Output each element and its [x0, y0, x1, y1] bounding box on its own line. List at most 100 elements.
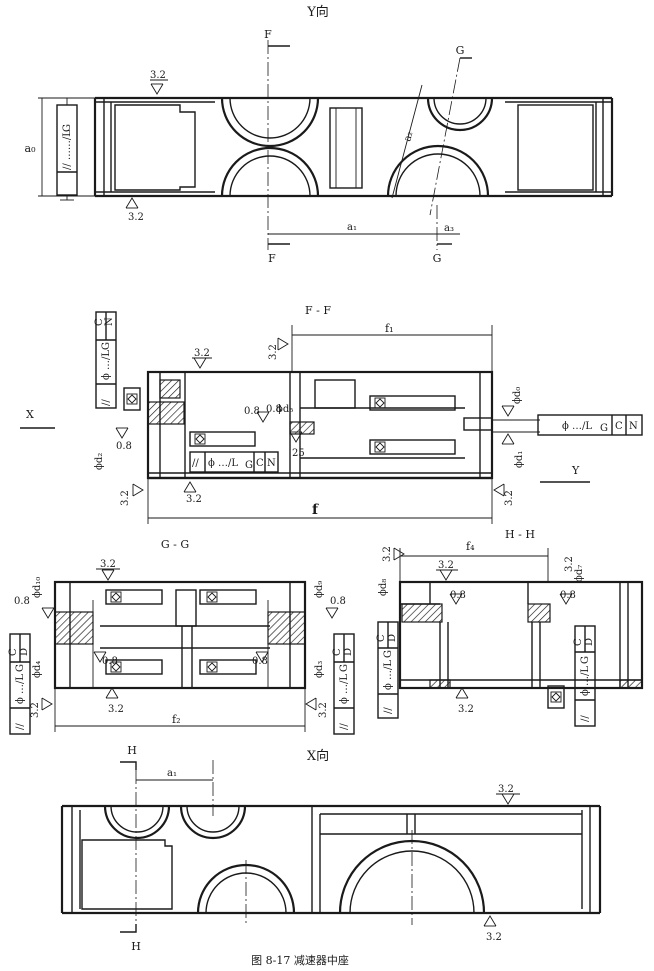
- svg-text:ϕ …/L: ϕ …/L: [562, 421, 592, 432]
- y-view-body: [93, 96, 614, 198]
- dim-f4: f₄: [466, 540, 475, 553]
- svg-text:// ……/L: // ……/L: [62, 130, 73, 170]
- dim-a2: a₂: [402, 130, 415, 142]
- dim-d7b: 3.2: [564, 556, 575, 572]
- svg-text:D: D: [387, 634, 398, 642]
- svg-text:C: C: [256, 458, 264, 469]
- roughness-label: 3.2: [498, 784, 514, 795]
- svg-text:ϕ …/L: ϕ …/L: [15, 674, 26, 704]
- svg-text:3.2: 3.2: [438, 560, 454, 571]
- svg-text:3.2: 3.2: [318, 702, 329, 718]
- gg-shafts: [105, 589, 257, 675]
- dim-d0: ϕd₀: [512, 387, 523, 404]
- section-mark-f-bottom: F: [268, 252, 276, 265]
- dim-d2: ϕd₂: [94, 453, 105, 470]
- dim-d7: ϕd₇: [574, 565, 585, 582]
- section-mark-h-top: H: [127, 744, 137, 757]
- dim-a0: a₀: [25, 142, 37, 155]
- y-view-title: Y向: [306, 4, 329, 20]
- dim-d10: ϕd₁₀: [32, 577, 43, 598]
- tolerance-frame-y: // ……/L G: [56, 98, 78, 201]
- y-view: Y向: [25, 4, 614, 265]
- dim-d9: ϕd₉: [314, 581, 325, 598]
- svg-text:N: N: [629, 421, 638, 432]
- svg-text:3.2: 3.2: [194, 348, 210, 359]
- svg-text://: //: [101, 399, 112, 406]
- gg-section-title: G - G: [161, 538, 189, 551]
- svg-text:ϕ …/L: ϕ …/L: [383, 660, 394, 690]
- x-view-title: X向: [307, 748, 329, 764]
- svg-text:G: G: [101, 342, 112, 350]
- svg-text:N: N: [104, 317, 115, 326]
- section-line-gg: [429, 57, 461, 216]
- svg-text:ϕ …/L: ϕ …/L: [339, 674, 350, 704]
- svg-text:0.8: 0.8: [102, 656, 118, 667]
- svg-text:G: G: [600, 423, 608, 434]
- svg-text:0.8: 0.8: [116, 441, 132, 452]
- tolerance-frame-hh-left: // ϕ …/L G C D: [376, 621, 399, 719]
- svg-text://: //: [580, 715, 591, 722]
- svg-text:G: G: [580, 656, 591, 664]
- roughness-label: 3.2: [128, 212, 144, 223]
- svg-text:N: N: [267, 458, 276, 469]
- hh-section: H - H f₄ 3.2 3.2 0.8 0: [376, 528, 644, 727]
- svg-text:3.2: 3.2: [458, 704, 474, 715]
- x-view-body: [60, 804, 602, 925]
- dim-a1: a₁: [347, 222, 357, 233]
- svg-text:0.8: 0.8: [266, 404, 282, 415]
- svg-text://: //: [339, 723, 350, 730]
- ff-section-title: F - F: [305, 304, 331, 317]
- tolerance-frame-ff-right: ϕ …/L G C N: [537, 414, 643, 436]
- svg-text:3.2: 3.2: [108, 704, 124, 715]
- tolerance-frame-hh-right: // ϕ …/L G C D: [573, 625, 596, 727]
- svg-text:3.2: 3.2: [504, 490, 515, 506]
- figure-caption: 图 8-17 减速器中座: [251, 953, 349, 967]
- dim-d3: ϕd₃: [314, 661, 325, 678]
- svg-text:3.2: 3.2: [268, 344, 279, 360]
- svg-text://: //: [15, 723, 26, 730]
- dim-a1-x: a₁: [167, 768, 177, 779]
- svg-text:C: C: [376, 634, 387, 642]
- dim-dv: ϕd₅: [276, 404, 293, 415]
- svg-text:D: D: [343, 648, 354, 656]
- dim-d1: ϕd₁: [514, 451, 525, 468]
- svg-text:ϕ …/L: ϕ …/L: [101, 350, 112, 380]
- svg-text:3.2: 3.2: [382, 546, 393, 562]
- svg-text:D: D: [584, 638, 595, 646]
- section-mark-f-top: F: [264, 28, 272, 41]
- value-25: 25: [292, 448, 305, 459]
- svg-text:ϕ …/L: ϕ …/L: [580, 666, 591, 696]
- x-view: X向 H H a₁: [60, 744, 602, 953]
- svg-text://: //: [383, 707, 394, 714]
- dim-f2: f₂: [172, 713, 180, 726]
- ff-section: F - F f₁: [20, 304, 643, 524]
- svg-text:C: C: [8, 648, 19, 656]
- svg-text:3.2: 3.2: [100, 559, 116, 570]
- tolerance-frame-ff-bottom: // ϕ …/L G C N: [189, 451, 279, 473]
- tolerance-frame-gg-left: // ϕ …/L G C D: [8, 633, 31, 735]
- svg-text:0.8: 0.8: [14, 596, 30, 607]
- svg-text:D: D: [19, 648, 30, 656]
- svg-text:G: G: [15, 664, 26, 672]
- tolerance-frame-gg-right: // ϕ …/L G C D: [332, 633, 355, 735]
- ff-body: [146, 370, 494, 480]
- hatched-wall: [147, 401, 185, 425]
- svg-text:0.8: 0.8: [252, 656, 268, 667]
- dim-f: f: [312, 502, 319, 518]
- svg-text:G: G: [339, 664, 350, 672]
- section-mark-h-bottom: H: [131, 940, 141, 953]
- svg-text:0.8: 0.8: [330, 596, 346, 607]
- svg-text:3.2: 3.2: [30, 702, 41, 718]
- svg-text:ϕ …/L: ϕ …/L: [208, 458, 238, 469]
- side-mark-y: Y: [571, 464, 580, 477]
- section-mark-g-top: G: [456, 44, 465, 57]
- hh-body: [398, 580, 644, 690]
- svg-text:C: C: [573, 638, 584, 646]
- svg-text:0.8: 0.8: [450, 590, 466, 601]
- svg-text:G: G: [245, 460, 253, 471]
- dim-d8: ϕd₈: [378, 579, 389, 596]
- dim-d4: ϕd₄: [32, 661, 43, 678]
- svg-text:C: C: [615, 421, 623, 432]
- dim-a3: a₃: [444, 223, 454, 234]
